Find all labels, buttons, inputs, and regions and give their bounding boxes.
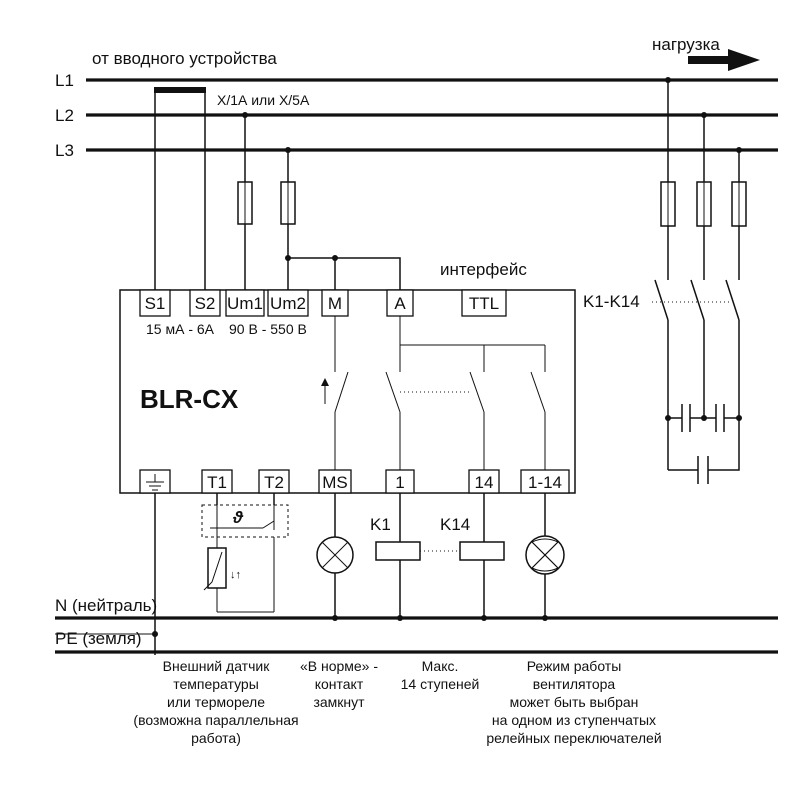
interface-label: интерфейс bbox=[440, 260, 527, 279]
terminal-t1: T1 bbox=[201, 469, 233, 494]
terminal-1-14: 1-14 bbox=[520, 469, 570, 494]
current-range-label: 15 мА - 6А bbox=[146, 321, 215, 337]
bus-label-l1: L1 bbox=[55, 71, 74, 90]
thermistor-arrows-icon: ↓↑ bbox=[230, 569, 241, 581]
current-transformer bbox=[154, 87, 206, 93]
note-normal-line: контакт bbox=[315, 676, 364, 692]
relay-k1-label: K1 bbox=[370, 515, 391, 534]
capacitor-2 bbox=[715, 404, 725, 432]
note-temp-line: Внешний датчик bbox=[163, 658, 271, 674]
terminal-1-label: 1 bbox=[395, 473, 404, 492]
relay-coil-k1 bbox=[375, 541, 421, 561]
terminal-1: 1 bbox=[385, 469, 415, 494]
ground-icon bbox=[146, 474, 164, 491]
device-name: BLR-CX bbox=[140, 384, 239, 414]
thermal-relay-box bbox=[201, 504, 289, 538]
terminal-ttl: TTL bbox=[461, 289, 507, 317]
note-fan-line: может быть выбран bbox=[510, 694, 639, 710]
terminal-s2-label: S2 bbox=[195, 294, 216, 313]
ct-label: X/1А или X/5А bbox=[217, 92, 310, 108]
terminal-s1: S1 bbox=[139, 289, 171, 317]
terminal-m-label: M bbox=[328, 294, 342, 313]
terminal-t1-label: T1 bbox=[207, 473, 227, 492]
terminal-um2: Um2 bbox=[267, 289, 309, 317]
note-fan-mode: Режим работы вентилятора может быть выбр… bbox=[486, 658, 661, 746]
note-normal-line: «В норме» - bbox=[300, 658, 378, 674]
bus-label-neutral: N (нейтраль) bbox=[55, 596, 157, 615]
note-max-line: 14 ступеней bbox=[401, 676, 480, 692]
note-temp-line: или термореле bbox=[167, 694, 265, 710]
note-fan-line: релейных переключателей bbox=[486, 730, 661, 746]
terminal-14: 14 bbox=[468, 469, 500, 494]
terminal-um1-label: Um1 bbox=[227, 294, 263, 313]
note-fan-line: Режим работы bbox=[527, 658, 622, 674]
contactor-contacts bbox=[654, 279, 740, 321]
voltage-range-label: 90 В - 550 В bbox=[229, 321, 307, 337]
terminal-s2: S2 bbox=[189, 289, 221, 317]
note-temp-line: (возможна параллельная bbox=[133, 712, 298, 728]
capacitor-3 bbox=[697, 456, 709, 484]
bus-label-earth: PE (земля) bbox=[55, 629, 142, 648]
relay-coil-k14 bbox=[459, 541, 505, 561]
note-max-steps: Макс. 14 ступеней bbox=[401, 658, 480, 692]
terminal-1-14-label: 1-14 bbox=[528, 473, 562, 492]
arrow-up-icon bbox=[321, 378, 329, 386]
note-normal-contact: «В норме» - контакт замкнут bbox=[300, 658, 378, 710]
note-temperature-sensor: Внешний датчик температуры или термореле… bbox=[133, 658, 298, 746]
terminal-m: M bbox=[321, 289, 349, 317]
fan-icon bbox=[525, 535, 565, 575]
note-temp-line: температуры bbox=[173, 676, 259, 692]
source-label: от вводного устройства bbox=[92, 49, 277, 68]
terminal-ground bbox=[139, 469, 171, 494]
bus-label-l2: L2 bbox=[55, 106, 74, 125]
lamp-icon bbox=[316, 536, 354, 574]
relay-k14-label: K14 bbox=[440, 515, 470, 534]
note-fan-line: на одном из ступенчатых bbox=[492, 712, 656, 728]
terminal-um2-label: Um2 bbox=[270, 294, 306, 313]
thermistor bbox=[203, 547, 227, 612]
terminal-s1-label: S1 bbox=[145, 294, 166, 313]
note-max-line: Макс. bbox=[422, 658, 459, 674]
terminal-t2-label: T2 bbox=[264, 473, 284, 492]
terminal-14-label: 14 bbox=[475, 473, 494, 492]
terminal-ms-label: MS bbox=[322, 473, 348, 492]
capacitor-1 bbox=[681, 404, 691, 432]
bus-label-l3: L3 bbox=[55, 141, 74, 160]
note-temp-line: работа) bbox=[191, 730, 241, 746]
load-label: нагрузка bbox=[652, 35, 720, 54]
terminal-a-label: A bbox=[394, 294, 406, 313]
contactor-label: K1-K14 bbox=[583, 292, 640, 311]
terminal-a: A bbox=[386, 289, 414, 317]
load-arrow-icon bbox=[688, 49, 760, 71]
thermal-relay-theta: ϑ bbox=[232, 508, 244, 527]
terminal-t2: T2 bbox=[258, 469, 290, 494]
note-normal-line: замкнут bbox=[313, 694, 365, 710]
terminal-ms: MS bbox=[318, 469, 352, 494]
terminal-um1: Um1 bbox=[225, 289, 265, 317]
terminal-ttl-label: TTL bbox=[469, 294, 499, 313]
note-fan-line: вентилятора bbox=[533, 676, 616, 692]
